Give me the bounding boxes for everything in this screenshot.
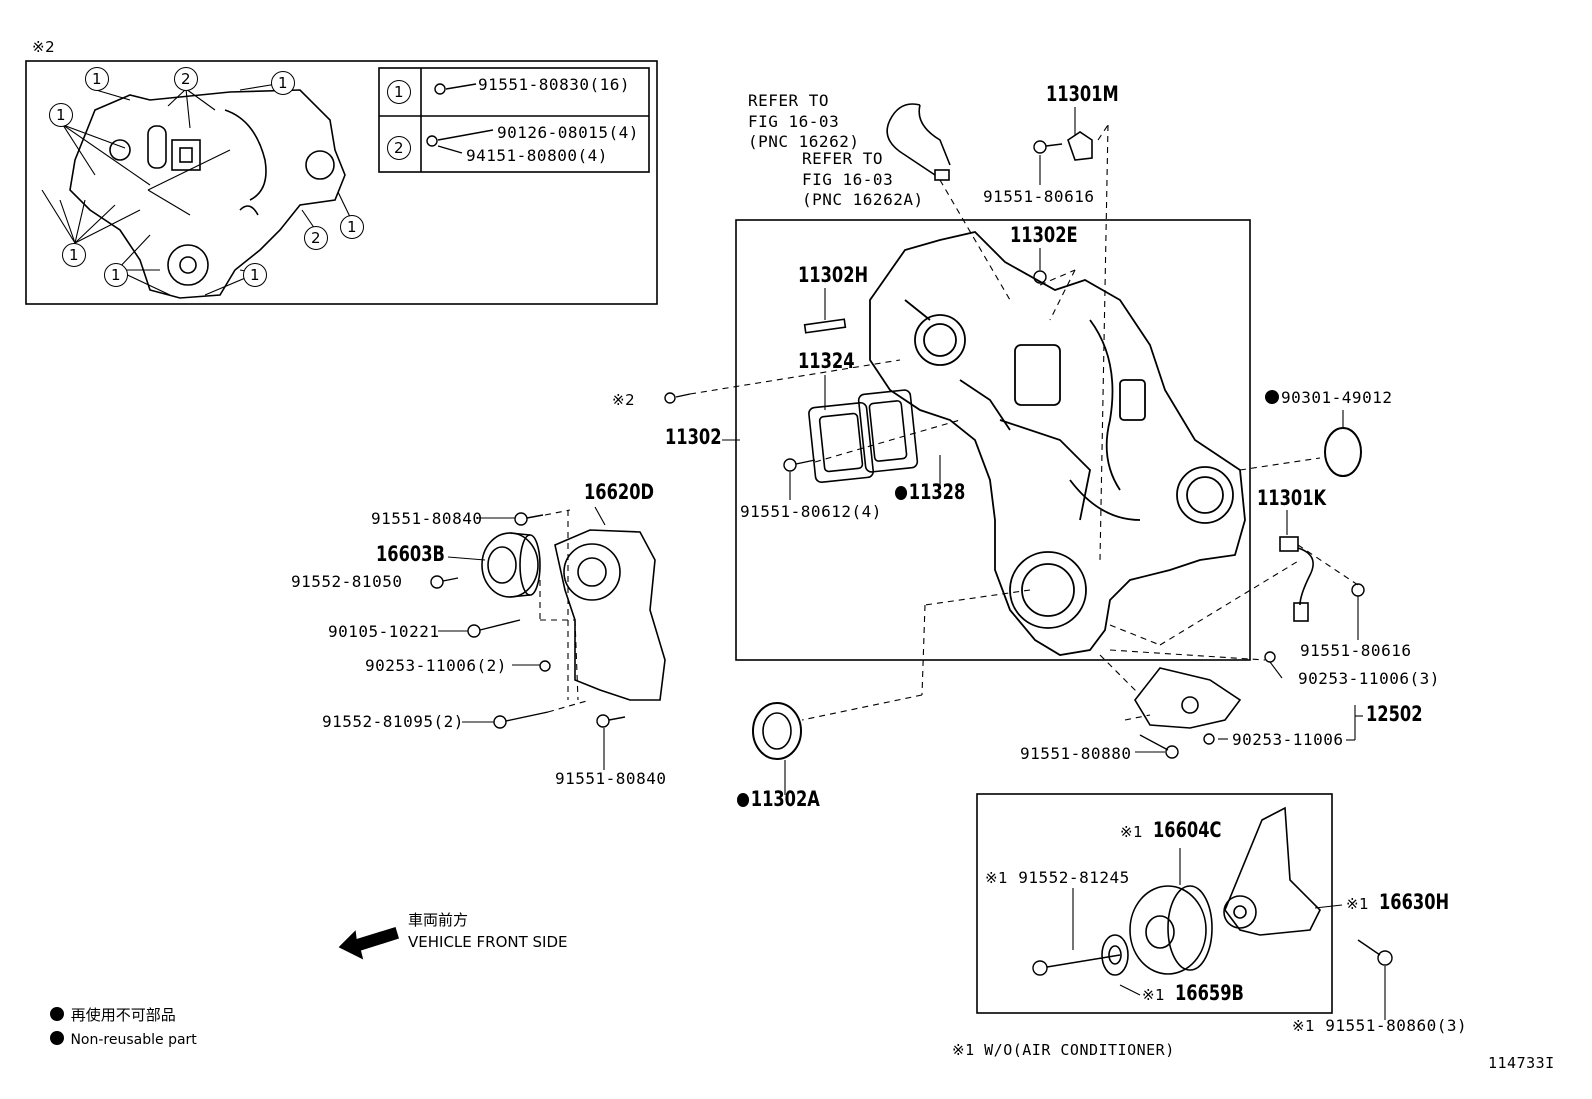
table-num-1: 1 — [387, 80, 411, 104]
part-11301m: 11301M — [1046, 82, 1119, 106]
dashed-leaders — [539, 124, 1359, 721]
table-num-2: 2 — [387, 136, 411, 160]
front-arrow — [338, 926, 399, 960]
callout-1: 1 — [271, 71, 295, 95]
front-label-en: VEHICLE FRONT SIDE — [408, 933, 568, 951]
gasket-11324 — [808, 401, 875, 484]
bolt-icon — [430, 140, 1393, 976]
part-11328: 11328 — [895, 482, 965, 503]
table-part: 91551-80830(16) — [478, 75, 630, 94]
gasket-11328 — [857, 389, 919, 473]
mark-2: ※2 — [612, 391, 636, 409]
figure-id: 114733I — [1488, 1054, 1555, 1072]
oil-seal — [752, 702, 802, 760]
table-part: 94151-80800(4) — [466, 146, 608, 165]
hose — [886, 103, 951, 181]
footnote: ※1 W/O(AIR CONDITIONER) — [952, 1041, 1175, 1059]
part-91552-81050: 91552-81050 — [291, 572, 403, 591]
part-91551-80840: 91551-80840 — [371, 509, 483, 528]
inset-mark: ※2 — [32, 38, 56, 56]
callout-2: 2 — [174, 67, 198, 91]
callout-1: 1 — [85, 67, 109, 91]
part-91551-80612: 91551-80612(4) — [740, 502, 882, 521]
inset-window — [147, 125, 167, 169]
stud-11302h — [803, 318, 847, 334]
part-11302: 11302 — [665, 425, 722, 449]
legend-en: Non-reusable part — [50, 1031, 197, 1049]
part-11302e: 11302E — [1010, 223, 1078, 247]
part-91551-80616: 91551-80616 — [1300, 641, 1412, 660]
part-16603b: 16603B — [376, 542, 445, 566]
part-91552-81095: 91552-81095(2) — [322, 712, 464, 731]
refer-b-line2: FIG 16-03 — [802, 170, 894, 189]
idler-16630h — [1223, 806, 1321, 936]
washer-16659b — [1101, 934, 1129, 976]
callout-1: 1 — [62, 243, 86, 267]
solid-leaders — [438, 107, 1386, 1020]
part-90253-11006-2: 90253-11006(2) — [365, 656, 507, 675]
part-91551-80880: 91551-80880 — [1020, 744, 1132, 763]
bracket-12502 — [1134, 667, 1242, 729]
bolt-icon — [426, 83, 494, 154]
part-91551-80616: 91551-80616 — [983, 187, 1095, 206]
part-90253-11006-3: 90253-11006(3) — [1298, 669, 1440, 688]
part-16659b: ※1 16659B — [1142, 981, 1245, 1005]
table-part: 90126-08015(4) — [497, 123, 639, 142]
part-11324: 11324 — [798, 349, 855, 373]
refer-b-line1: REFER TO — [802, 149, 884, 168]
part-90253-11006: 90253-11006 — [1232, 730, 1344, 749]
sensor-11301k — [1279, 536, 1314, 622]
o-ring — [1324, 427, 1362, 477]
pulley-16603b — [481, 532, 541, 598]
part-91551-80840: 91551-80840 — [555, 769, 667, 788]
part-11302a: 11302A — [737, 789, 820, 810]
part-16604c: ※1 16604C — [1120, 818, 1222, 842]
callout-1: 1 — [243, 263, 267, 287]
inset-diagram — [25, 60, 658, 305]
part-11302h: 11302H — [798, 263, 869, 287]
callout-1: 1 — [340, 215, 364, 239]
callout-1: 1 — [49, 103, 73, 127]
sensor-11301m — [1067, 131, 1093, 161]
inset-cover-outline — [69, 89, 346, 299]
refer-a-line3: (PNC 16262) — [748, 132, 860, 151]
part-12502: 12502 — [1366, 702, 1423, 726]
refer-a-line1: REFER TO — [748, 91, 830, 110]
part-11301k: 11301K — [1257, 486, 1327, 510]
timing-cover — [869, 231, 1246, 656]
refer-a-line2: FIG 16-03 — [748, 112, 840, 131]
part-16620d: 16620D — [584, 480, 655, 504]
part-16630h: ※1 16630H — [1346, 890, 1450, 914]
part-91551-80860: ※1 91551-80860(3) — [1292, 1016, 1468, 1036]
pulley-16604c — [1129, 885, 1213, 975]
callout-2: 2 — [304, 226, 328, 250]
part-90105-10221: 90105-10221 — [328, 622, 440, 641]
inset-square — [171, 139, 201, 171]
tensioner — [554, 529, 666, 701]
part-90301-49012: 90301-49012 — [1265, 389, 1392, 407]
front-label-jp: 車両前方 — [408, 911, 469, 929]
ac-box — [976, 793, 1333, 1014]
refer-b-line3: (PNC 16262A) — [802, 190, 924, 209]
callout-1: 1 — [104, 263, 128, 287]
legend-jp: 再使用不可部品 — [50, 1006, 176, 1024]
part-91552-81245: ※1 91552-81245 — [985, 868, 1130, 888]
